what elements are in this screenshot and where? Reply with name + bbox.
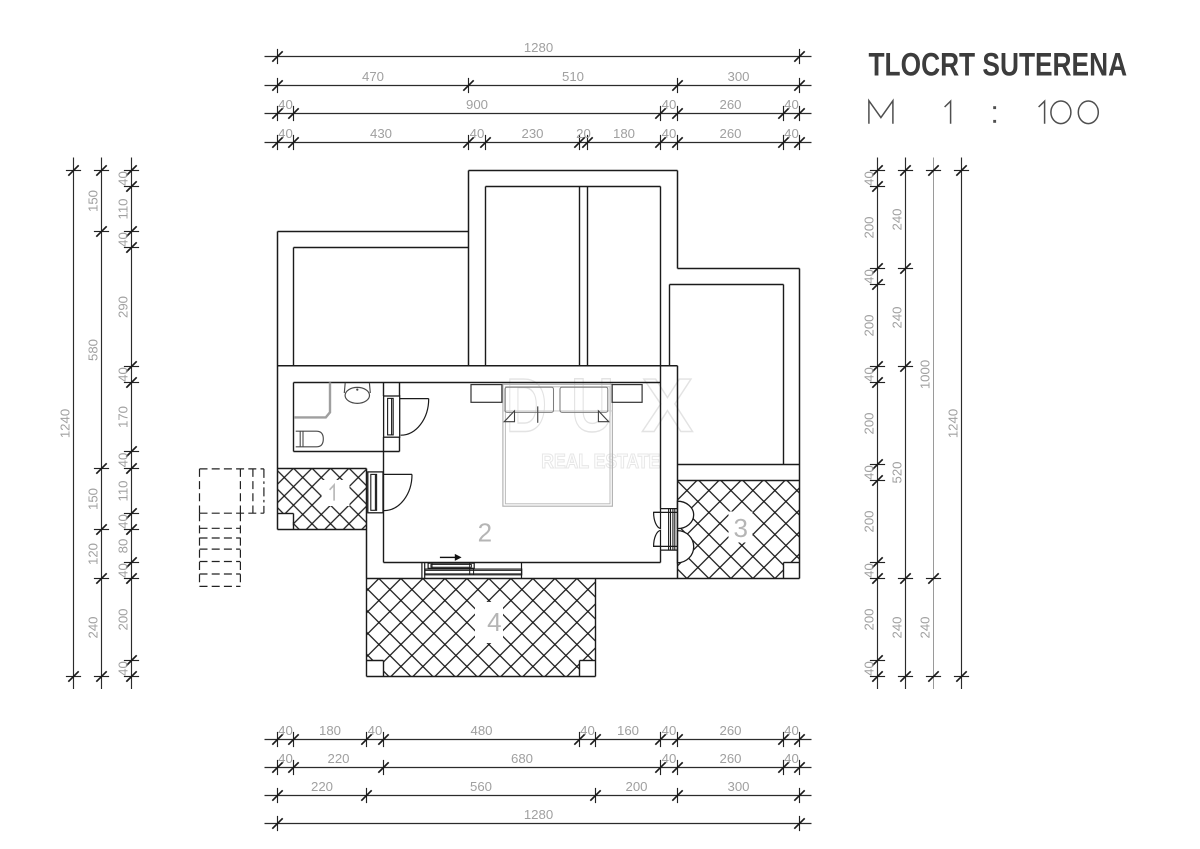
svg-text:220: 220: [327, 751, 349, 766]
svg-text:180: 180: [319, 723, 341, 738]
svg-text:40: 40: [368, 723, 383, 738]
svg-text:160: 160: [617, 723, 639, 738]
svg-text:200: 200: [862, 216, 877, 238]
svg-text:4: 4: [487, 607, 501, 637]
svg-text:200: 200: [862, 510, 877, 532]
svg-text:REAL ESTATE: REAL ESTATE: [541, 451, 660, 474]
svg-text:40: 40: [862, 171, 877, 186]
svg-text:40: 40: [278, 751, 293, 766]
svg-text:20: 20: [576, 126, 591, 141]
svg-text:2: 2: [478, 518, 492, 548]
svg-text:40: 40: [278, 723, 293, 738]
svg-text:40: 40: [862, 661, 877, 676]
svg-text:260: 260: [719, 723, 741, 738]
svg-text:40: 40: [116, 514, 131, 529]
svg-text:200: 200: [625, 779, 647, 794]
svg-text:40: 40: [278, 126, 293, 141]
svg-text:40: 40: [862, 563, 877, 578]
svg-text:680: 680: [511, 751, 533, 766]
svg-text:40: 40: [784, 751, 799, 766]
svg-text:40: 40: [784, 723, 799, 738]
svg-text:40: 40: [116, 367, 131, 382]
svg-text:480: 480: [470, 723, 492, 738]
svg-text:40: 40: [862, 465, 877, 480]
svg-text:40: 40: [662, 97, 677, 112]
svg-text:200: 200: [862, 314, 877, 336]
svg-text:240: 240: [86, 616, 101, 638]
svg-text:1240: 1240: [58, 409, 73, 438]
svg-text:580: 580: [86, 339, 101, 361]
svg-text:40: 40: [116, 232, 131, 247]
svg-text:300: 300: [727, 779, 749, 794]
svg-text:1000: 1000: [918, 360, 933, 389]
svg-text:40: 40: [862, 269, 877, 284]
svg-text:110: 110: [116, 480, 131, 501]
svg-text:40: 40: [784, 126, 799, 141]
svg-text:40: 40: [278, 97, 293, 112]
svg-text:260: 260: [719, 751, 741, 766]
svg-text:560: 560: [470, 779, 492, 794]
svg-text:240: 240: [918, 616, 933, 638]
svg-text:510: 510: [562, 69, 584, 84]
svg-text:40: 40: [470, 126, 485, 141]
svg-text:40: 40: [580, 723, 595, 738]
svg-text:1280: 1280: [524, 40, 553, 55]
svg-text:3: 3: [733, 513, 747, 543]
svg-text:230: 230: [521, 126, 543, 141]
svg-text:40: 40: [784, 97, 799, 112]
svg-text:240: 240: [890, 208, 905, 230]
svg-text:TLOCRT SUTERENA: TLOCRT SUTERENA: [869, 47, 1128, 83]
svg-text:40: 40: [116, 171, 131, 186]
svg-text:200: 200: [862, 608, 877, 630]
svg-text:40: 40: [662, 126, 677, 141]
svg-text:200: 200: [862, 412, 877, 434]
svg-text:80: 80: [116, 539, 131, 554]
svg-text:260: 260: [719, 97, 741, 112]
svg-text:40: 40: [116, 453, 131, 468]
svg-text:D: D: [506, 364, 547, 449]
svg-text:470: 470: [362, 69, 384, 84]
svg-text:40: 40: [116, 661, 131, 676]
svg-text:220: 220: [311, 779, 333, 794]
svg-text:110: 110: [116, 198, 131, 219]
svg-text:170: 170: [116, 406, 131, 428]
svg-text:260: 260: [719, 126, 741, 141]
svg-text:1280: 1280: [524, 807, 553, 822]
svg-text:430: 430: [370, 126, 392, 141]
svg-text:520: 520: [890, 461, 905, 483]
svg-text:1240: 1240: [946, 409, 961, 438]
svg-text:120: 120: [86, 543, 101, 565]
svg-text:200: 200: [116, 608, 131, 630]
svg-text:240: 240: [890, 306, 905, 328]
svg-text:40: 40: [662, 751, 677, 766]
svg-text:150: 150: [86, 190, 101, 212]
svg-text:40: 40: [662, 723, 677, 738]
svg-text:X: X: [642, 364, 694, 448]
svg-text:180: 180: [613, 126, 635, 141]
svg-text:900: 900: [466, 97, 488, 112]
svg-text:290: 290: [116, 296, 131, 318]
svg-text:300: 300: [727, 69, 749, 84]
svg-text:40: 40: [116, 563, 131, 578]
svg-text:240: 240: [890, 616, 905, 638]
svg-text:150: 150: [86, 488, 101, 510]
svg-text:40: 40: [862, 367, 877, 382]
